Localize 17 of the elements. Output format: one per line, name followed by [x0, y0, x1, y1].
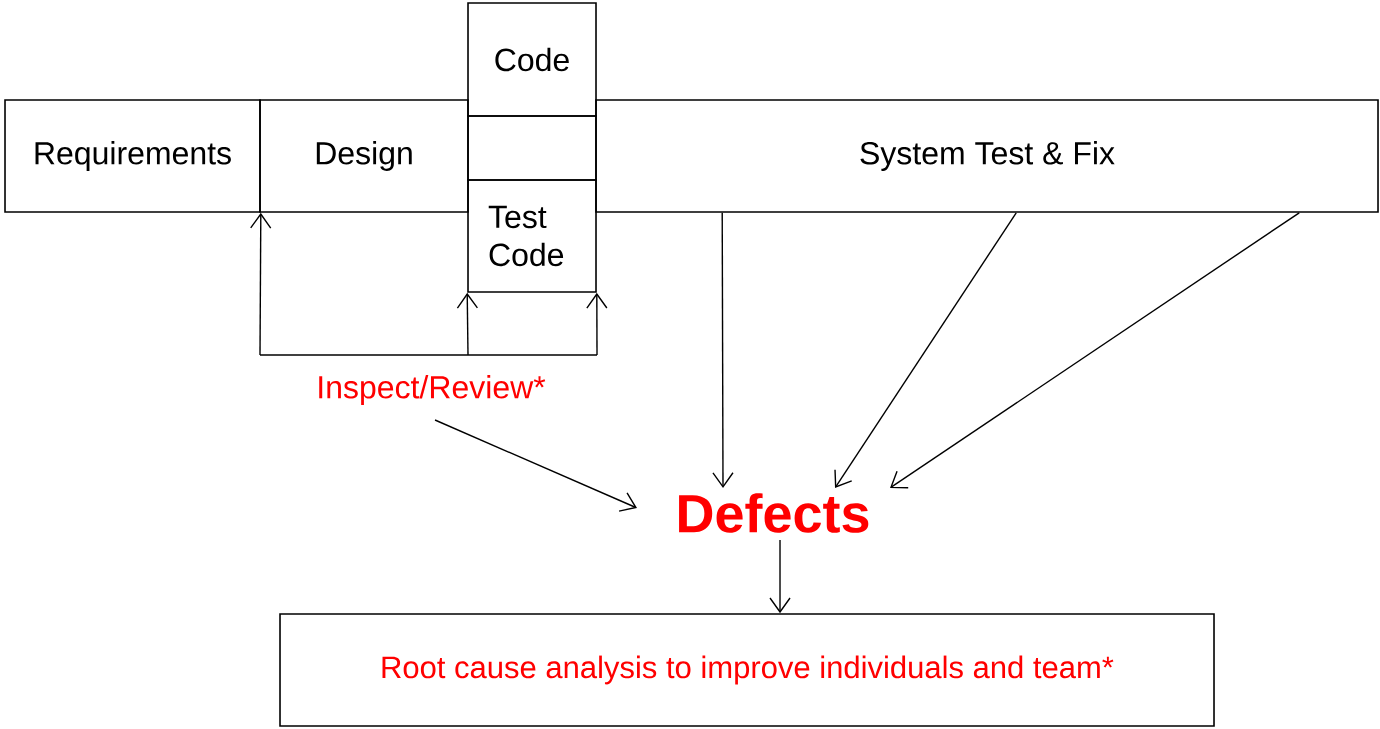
arrow — [834, 212, 1017, 488]
arrow — [890, 212, 1300, 489]
process-box: Requirements — [4, 99, 261, 213]
arrow — [769, 539, 791, 614]
arrow — [434, 419, 637, 512]
process-box — [467, 115, 597, 181]
analysis-box: Root cause analysis to improve individuals and team* — [279, 613, 1215, 727]
process-box: Code — [467, 2, 597, 117]
arrow — [456, 292, 479, 356]
process-box: Design — [259, 99, 469, 213]
arrow — [250, 212, 272, 356]
process-label: Inspect/Review* — [319, 375, 546, 405]
process-box: Test Code — [467, 179, 597, 293]
process-box: System Test & Fix — [595, 99, 1379, 213]
arrow — [712, 212, 734, 488]
arrow — [586, 292, 608, 356]
defects-label: Defects — [679, 493, 869, 533]
